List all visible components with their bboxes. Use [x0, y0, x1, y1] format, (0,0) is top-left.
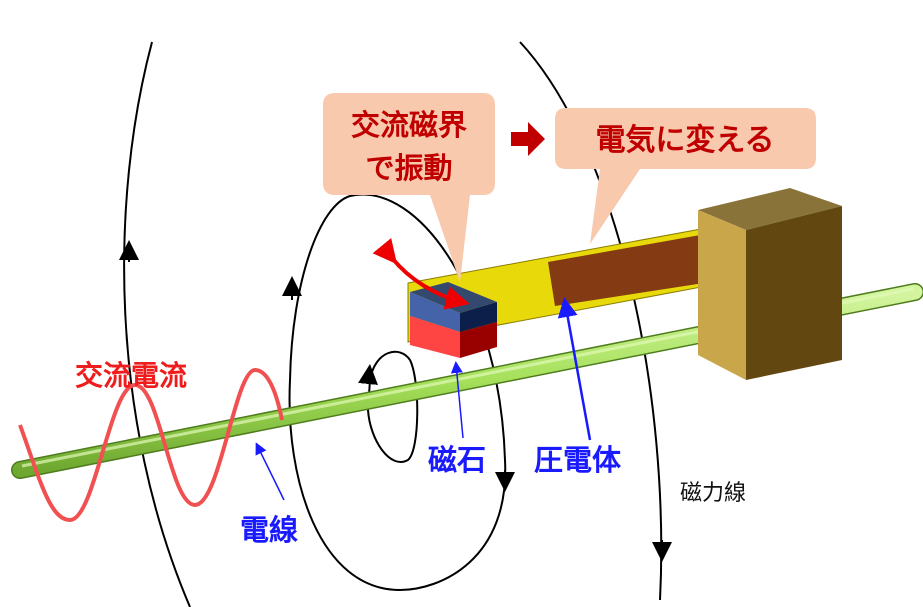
piezo-pointer — [557, 297, 592, 441]
field-line-outer-left — [123, 41, 191, 607]
vibration-arrow — [372, 238, 470, 310]
label-ac-current: 交流電流 — [75, 359, 187, 392]
label-piezo: 圧電体 — [534, 443, 622, 477]
callout-vibrate-line1: 交流磁界 — [351, 108, 467, 142]
callout-vibrate: 交流磁界 で振動 — [323, 93, 495, 282]
callout-convert-text: 電気に変える — [595, 123, 774, 158]
flow-arrow-icon — [511, 122, 545, 156]
wire-pointer — [255, 442, 285, 501]
label-field-lines: 磁力線 — [680, 481, 746, 506]
callout-vibrate-line2: で振動 — [365, 151, 452, 185]
label-wire: 電線 — [240, 513, 298, 547]
label-magnet: 磁石 — [428, 443, 486, 477]
magnet-pointer — [450, 361, 464, 439]
fixed-block — [698, 188, 842, 380]
callout-convert: 電気に変える — [555, 108, 816, 244]
piezo-element — [548, 234, 706, 306]
field-line-small — [366, 350, 419, 463]
ac-current-wave — [18, 367, 284, 523]
